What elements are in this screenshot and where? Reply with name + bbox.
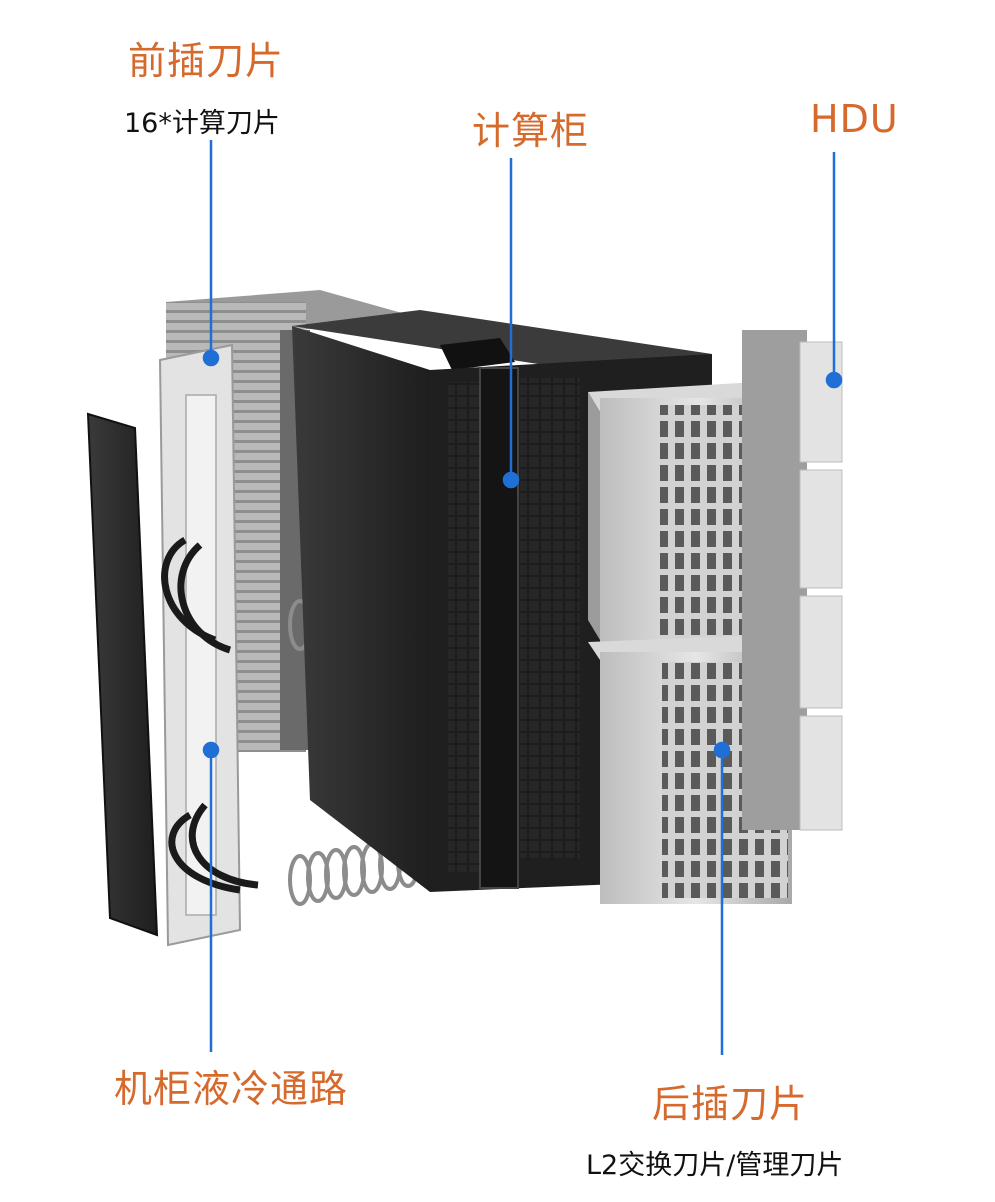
- dot-front-blade: [202, 349, 220, 367]
- front-blade-title: 前插刀片: [128, 39, 285, 83]
- hdu-modules: [742, 330, 843, 831]
- leader-lines: [202, 140, 843, 1055]
- rear-blade-title: 后插刀片: [652, 1082, 809, 1126]
- dot-rear-blade: [713, 741, 731, 759]
- compute-cabinet: [292, 310, 712, 892]
- compute-cabinet-label: 计算柜: [472, 109, 590, 153]
- hdu-label: HDU: [810, 97, 899, 141]
- dot-hdu: [825, 371, 843, 389]
- rear-blade-subtitle: L2交换刀片/管理刀片: [586, 1150, 844, 1181]
- dot-liquid-cooling: [202, 741, 220, 759]
- liquid-cooling-label: 机柜液冷通路: [114, 1067, 349, 1111]
- dot-compute-cabinet: [502, 471, 520, 489]
- cabinet-door-panel: [86, 412, 159, 937]
- front-blade-subtitle: 16*计算刀片: [124, 108, 280, 139]
